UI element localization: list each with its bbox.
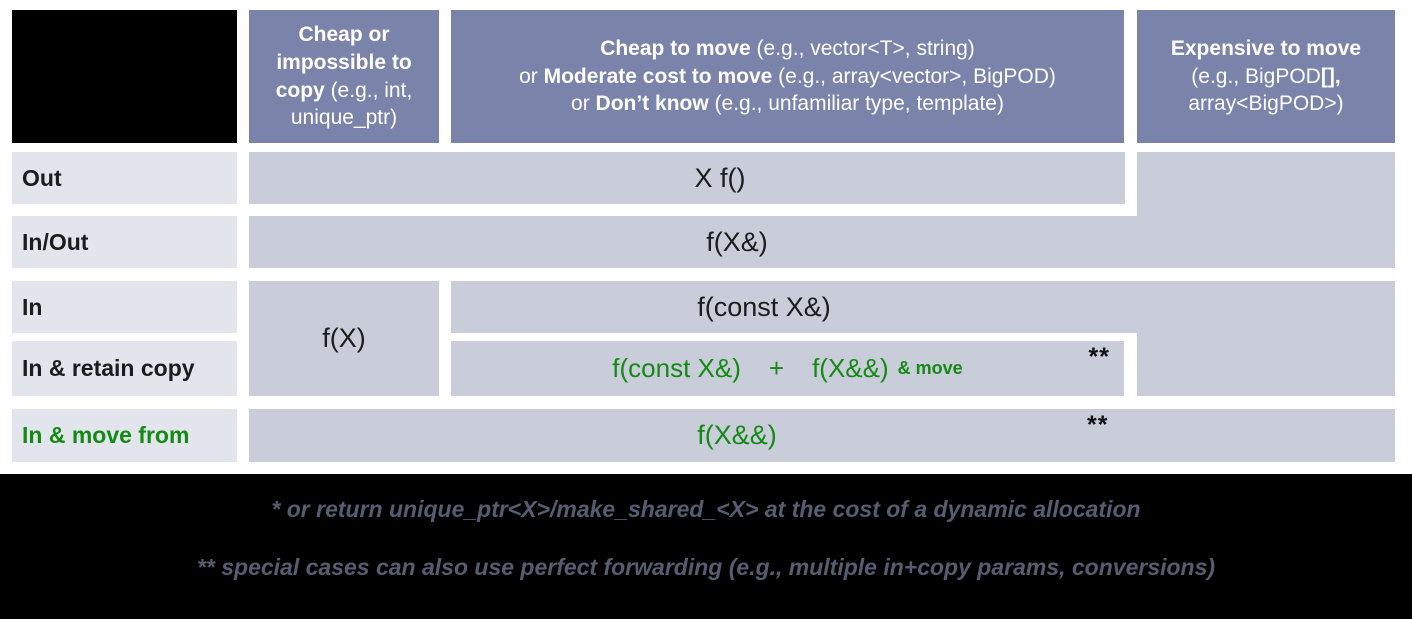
plus-sign: + [768,353,785,383]
column-header-expensive-to-move: Expensive to move(e.g., BigPOD[],array<B… [1137,10,1395,143]
row-label-in-retain-copy: In & retain copy [12,341,237,396]
row-label-in: In [12,281,237,333]
code-f-x: f(X) [322,323,366,353]
and-move-note: & move [897,358,963,378]
cell-out-signature: X f() [249,152,1125,204]
code-f-x-rvalue-ref: f(X&&) [697,420,777,450]
code-x-f: X f() [694,162,746,193]
double-asterisk-marker: ** [1088,343,1110,371]
code-f-const-x-ref: f(const X&) [697,291,831,322]
cell-in-constref-signature: f(const X&) [451,281,1395,333]
row-label-in-out: In/Out [12,216,237,268]
code-f-x-ref: f(X&) [706,226,768,257]
cell-in-copy-signature: f(X) [249,281,439,396]
column-header-cheap-or-impossible-to-copy: Cheap or impossible to copy (e.g., int, … [249,10,439,143]
footnotes-panel: * or return unique_ptr<X>/make_shared_<X… [0,474,1412,619]
row-label-in-move-from: In & move from [12,409,237,462]
footnote-perfect-forwarding: ** special cases can also use perfect fo… [196,554,1216,580]
column-header-cheap-or-moderate-move: Cheap to move (e.g., vector<T>, string)o… [451,10,1124,143]
cell-in-retain-copy-signatures: f(const X&) + f(X&&) & move ** [451,341,1124,396]
code-f-x-rvalue-ref-green: f(X&&) [812,353,889,383]
cell-in-move-from-signature: f(X&&) ** [249,409,1395,462]
code-f-const-x-ref-green: f(const X&) [612,353,741,383]
table-corner-cell [12,10,237,143]
double-asterisk-marker: ** [1087,411,1109,439]
row-label-out: Out [12,152,237,204]
footnote-dynamic-allocation: * or return unique_ptr<X>/make_shared_<X… [271,496,1141,522]
cell-inout-signature: f(X&) [249,216,1395,268]
